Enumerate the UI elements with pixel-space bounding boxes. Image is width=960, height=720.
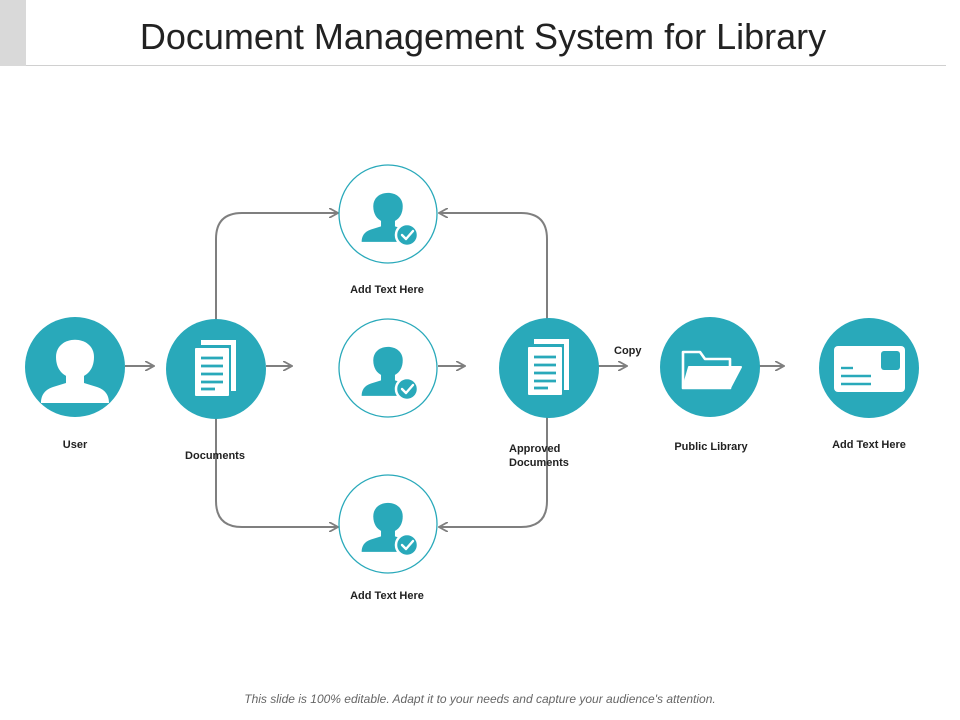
folder-icon xyxy=(681,350,742,390)
node-reviewer-middle xyxy=(338,318,438,418)
approved-label-line1: Approved xyxy=(509,443,561,455)
slide-title: Document Management System for Library xyxy=(139,16,827,57)
documents-label: Documents xyxy=(185,450,245,462)
id-card-icon xyxy=(834,346,905,392)
reviewer-bottom-label: Add Text Here xyxy=(350,590,424,602)
approved-documents-label: Approved Documents xyxy=(509,442,569,470)
node-reviewer-bottom xyxy=(338,474,438,574)
corner-accent xyxy=(0,0,26,66)
node-reviewer-top xyxy=(338,164,438,264)
approved-label-line2: Documents xyxy=(509,457,569,469)
connectors xyxy=(125,213,783,527)
node-documents xyxy=(166,319,266,419)
title-divider xyxy=(26,65,946,66)
edge-bottom-reviewer-to-approved xyxy=(440,417,548,527)
edge-documents-to-bottom-reviewer xyxy=(215,417,337,527)
node-card xyxy=(819,318,919,418)
user-label: User xyxy=(62,439,88,451)
check-badge-icon xyxy=(394,222,420,248)
node-approved-documents xyxy=(499,318,599,418)
check-badge-icon xyxy=(394,376,420,402)
check-badge-icon xyxy=(394,532,420,558)
edge-documents-to-top-reviewer xyxy=(215,213,337,320)
node-public-library xyxy=(660,317,760,417)
reviewer-top-label: Add Text Here xyxy=(350,284,424,296)
node-user xyxy=(25,317,125,417)
card-label: Add Text Here xyxy=(832,439,906,451)
footer-note: This slide is 100% editable. Adapt it to… xyxy=(244,692,716,706)
copy-edge-label: Copy xyxy=(614,345,642,357)
edge-top-reviewer-to-approved xyxy=(440,213,548,320)
public-library-label: Public Library xyxy=(674,441,748,453)
